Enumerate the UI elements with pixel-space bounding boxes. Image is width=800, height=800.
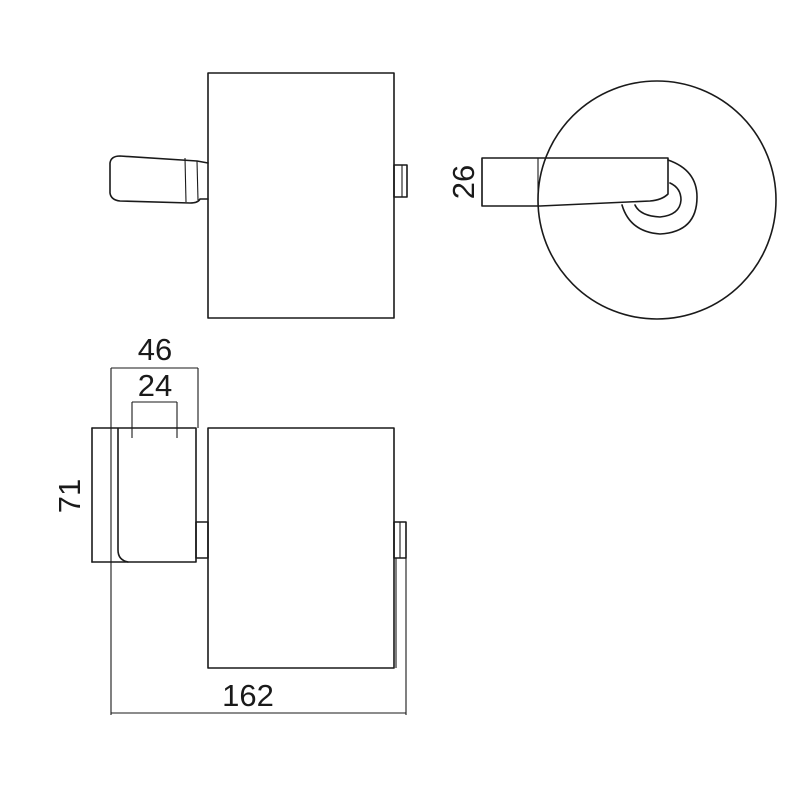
side-view-hook-inner <box>634 182 682 218</box>
front-view-handle <box>109 155 209 204</box>
dim-26-label: 26 <box>446 165 481 199</box>
front-view <box>109 72 408 319</box>
front-view-roll-cover <box>207 72 395 319</box>
dim-162-label: 162 <box>222 678 274 713</box>
top-view-roll-cover <box>207 427 395 669</box>
dim-71-label: 71 <box>52 479 87 513</box>
side-view-hook-curve <box>621 159 698 235</box>
front-view-pin <box>393 164 408 198</box>
side-view: 26 <box>446 80 777 320</box>
dim-24-label: 24 <box>138 368 172 403</box>
top-view-mount <box>195 521 209 559</box>
front-view-handle-seam <box>184 157 187 203</box>
side-view-arm <box>481 157 669 207</box>
front-view-handle-mount <box>196 160 199 201</box>
top-view: 46 24 71 162 <box>52 332 407 715</box>
top-view-handle <box>91 427 197 563</box>
dim-46-label: 46 <box>138 332 172 367</box>
